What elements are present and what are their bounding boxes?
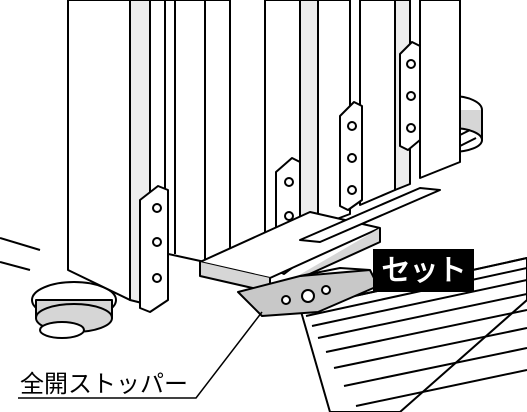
set-callout: セット [373, 249, 474, 292]
floor-rail [299, 257, 527, 412]
gate-panels [67, 0, 461, 306]
floor-line [0, 237, 41, 271]
base-bars [199, 187, 441, 293]
full-open-stopper [237, 267, 379, 317]
stopper-leader-line [18, 311, 263, 399]
stopper-label: 全開ストッパー [20, 370, 188, 398]
left-foot [31, 281, 117, 339]
